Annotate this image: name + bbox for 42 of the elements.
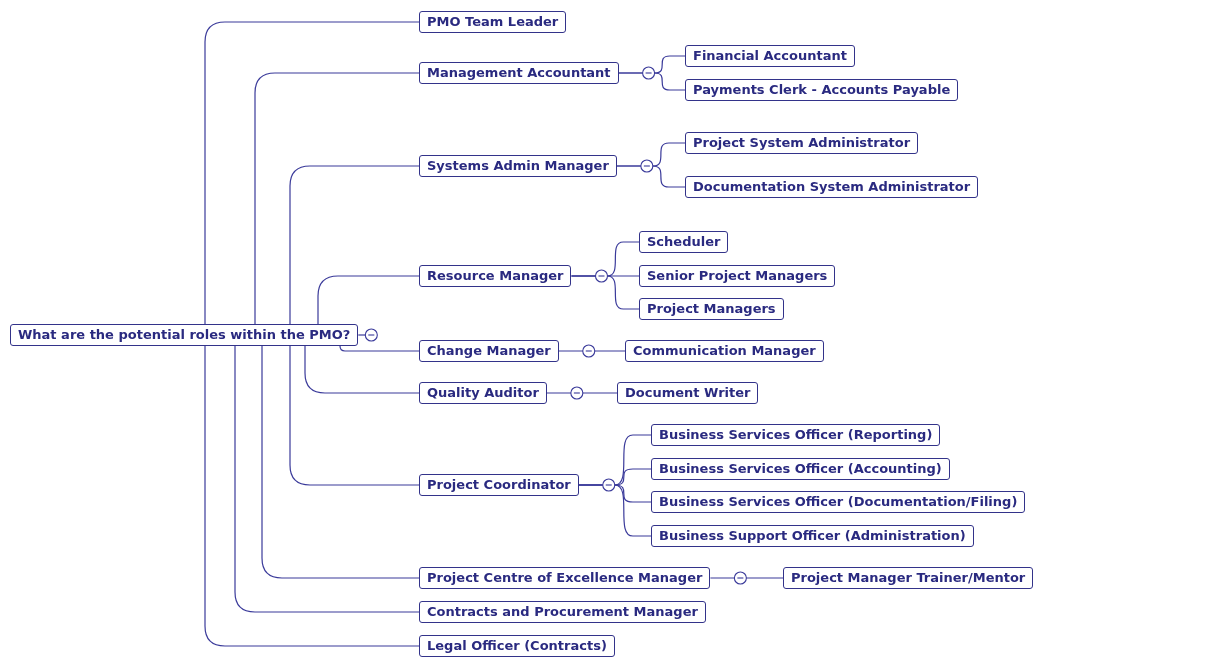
topic-box: Business Support Officer (Administration) bbox=[651, 525, 974, 547]
connector-line bbox=[618, 72, 686, 91]
topic-box: Senior Project Managers bbox=[639, 265, 836, 287]
topic-box: Contracts and Procurement Manager bbox=[419, 601, 706, 623]
topic-box: Document Writer bbox=[617, 382, 759, 404]
central-topic-box: What are the potential roles within the PMO? bbox=[10, 324, 359, 346]
topic-box: Payments Clerk - Accounts Payable bbox=[685, 79, 959, 101]
connector-line bbox=[616, 165, 686, 188]
topic-box: Project Centre of Excellence Manager bbox=[419, 567, 711, 589]
topic-box: Project Managers bbox=[639, 298, 784, 320]
topic-box: Project Coordinator bbox=[419, 474, 579, 496]
connector-line bbox=[254, 72, 420, 325]
connector-line bbox=[709, 577, 784, 579]
topic-box: Documentation System Administrator bbox=[685, 176, 979, 198]
connector-line bbox=[289, 345, 420, 486]
connector-line bbox=[317, 275, 420, 325]
connector-line bbox=[570, 275, 640, 310]
connector-line bbox=[289, 165, 420, 325]
topic-box: Business Services Officer (Documentation/Filing) bbox=[651, 491, 1026, 513]
connector-line bbox=[204, 21, 420, 325]
topic-box: Quality Auditor bbox=[419, 382, 547, 404]
topic-box: Financial Accountant bbox=[685, 45, 855, 67]
topic-box: Systems Admin Manager bbox=[419, 155, 617, 177]
connector-line bbox=[304, 345, 420, 394]
connector-line bbox=[261, 345, 420, 579]
connector-line bbox=[558, 350, 626, 352]
topic-box: PMO Team Leader bbox=[419, 11, 567, 33]
topic-box: Change Manager bbox=[419, 340, 559, 362]
topic-box: Business Services Officer (Accounting) bbox=[651, 458, 950, 480]
topic-box: Legal Officer (Contracts) bbox=[419, 635, 615, 657]
topic-box: Scheduler bbox=[639, 231, 729, 253]
connector-line bbox=[204, 345, 420, 647]
topic-box: Communication Manager bbox=[625, 340, 824, 362]
connector-line bbox=[339, 345, 420, 352]
connector-line bbox=[546, 392, 618, 394]
topic-box: Resource Manager bbox=[419, 265, 572, 287]
connector-line bbox=[578, 484, 652, 537]
topic-box: Project Manager Trainer/Mentor bbox=[783, 567, 1034, 589]
topic-box: Management Accountant bbox=[419, 62, 619, 84]
topic-box: Project System Administrator bbox=[685, 132, 919, 154]
topic-box: Business Services Officer (Reporting) bbox=[651, 424, 941, 446]
connector-line bbox=[234, 345, 420, 613]
